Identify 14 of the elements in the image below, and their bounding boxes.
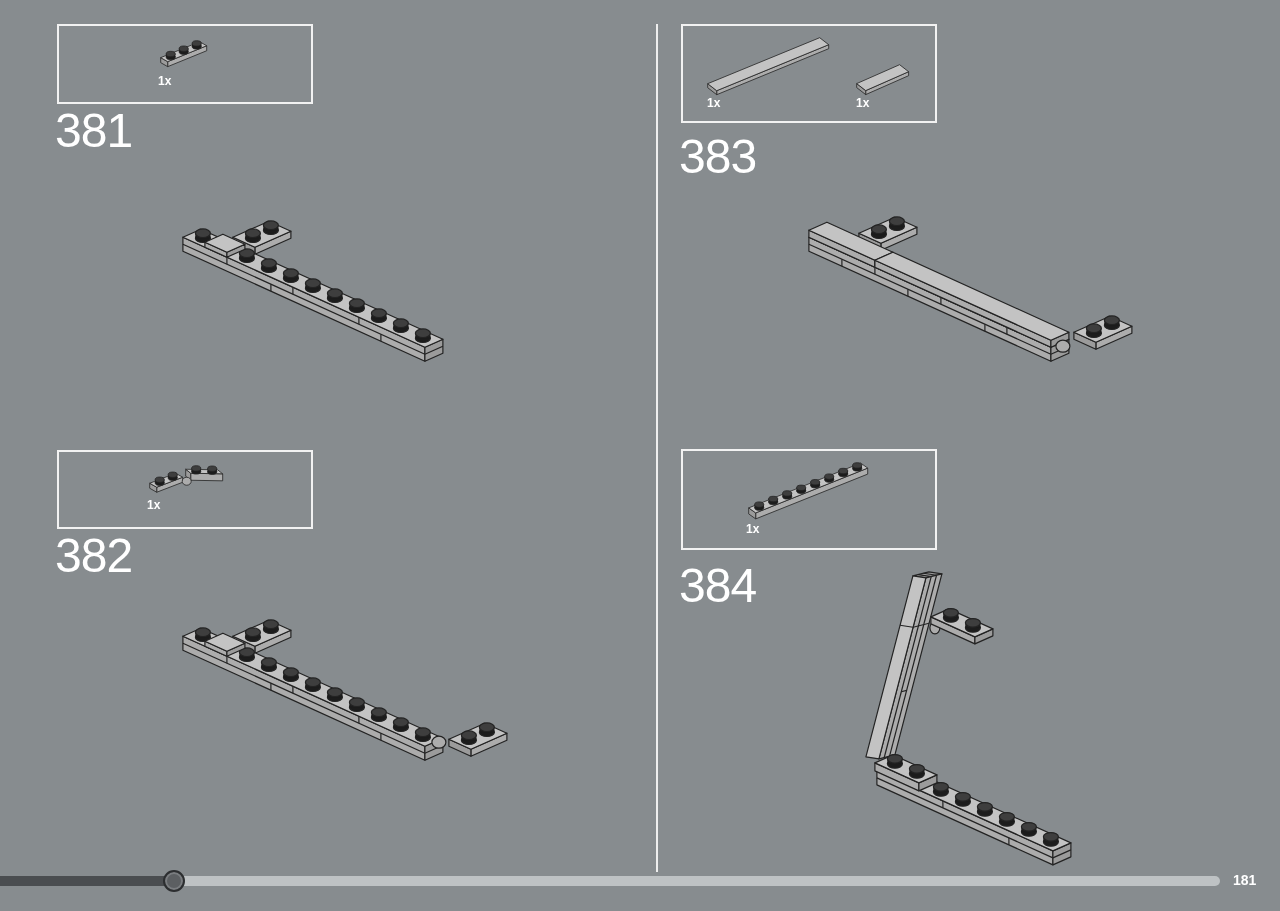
step-number: 384 [679,562,757,610]
parts-callout [57,450,313,529]
quantity-label: 1x [707,97,721,109]
quantity-label: 1x [158,75,172,87]
quantity-label: 1x [746,523,760,535]
page-number: 181 [1233,873,1257,887]
step-number: 382 [55,532,133,580]
quantity-label: 1x [856,97,870,109]
step-number: 383 [679,133,757,181]
step-number: 381 [55,107,133,155]
parts-callout [681,24,937,123]
parts-callout [57,24,313,104]
parts-callout [681,449,937,550]
quantity-label: 1x [147,499,161,511]
